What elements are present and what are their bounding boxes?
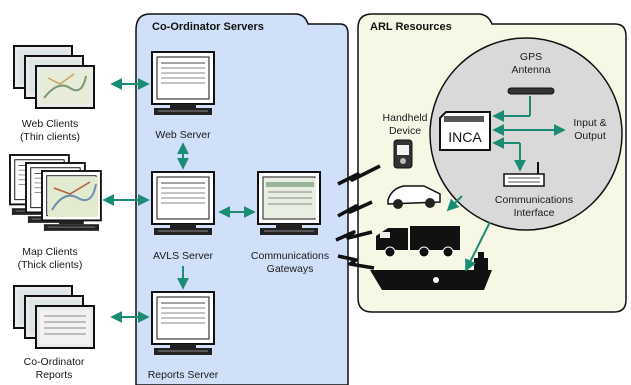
web-clients-label-line1: Web Clients (22, 118, 78, 130)
car-icon (387, 185, 441, 209)
communications-gateways-icon: Communications Gateways (251, 171, 329, 275)
reports-server-icon: Reports Server (148, 291, 219, 381)
map-clients-monitors (9, 154, 102, 232)
reports-label-line1: Co-Ordinator (24, 356, 85, 368)
web-clients-screens (13, 45, 95, 109)
io-label-line1: Input & (573, 117, 606, 129)
handheld-device: Handheld Device (383, 112, 428, 169)
io-label-line2: Output (574, 130, 606, 142)
avls-server-icon: AVLS Server (151, 171, 215, 262)
truck-icon (376, 226, 460, 258)
coordinator-servers-title: Co-Ordinator Servers (152, 21, 264, 33)
reports-server-label: Reports Server (148, 369, 219, 381)
arl-resources-title: ARL Resources (370, 21, 452, 33)
inca-unit: INCA (439, 111, 491, 151)
inca-arrows (446, 96, 566, 272)
reports-label: Co-Ordinator Reports (24, 356, 85, 381)
handheld-label-line1: Handheld (383, 112, 428, 124)
connection-arrows (102, 78, 256, 323)
reports-label-line2: Reports (36, 369, 73, 381)
bubble-to-ship-arrow (465, 221, 491, 272)
avls-server-label: AVLS Server (153, 250, 213, 262)
communications-interface: Communications Interface (495, 162, 573, 219)
web-server-label: Web Server (155, 129, 211, 141)
gps-label-line2: Antenna (511, 64, 550, 76)
wireless-links (335, 164, 381, 270)
gateways-label-line1: Communications (251, 250, 329, 262)
gps-antenna: GPS Antenna (507, 51, 555, 95)
comm-interface-label-line2: Interface (514, 207, 555, 219)
gateways-label-line2: Gateways (267, 263, 314, 275)
comm-interface-label-line1: Communications (495, 194, 573, 206)
bubble-to-car-arrow (446, 195, 463, 212)
ship-icon (370, 252, 492, 290)
map-clients-label-line1: Map Clients (22, 246, 77, 258)
inca-label: INCA (448, 129, 482, 145)
handheld-label-line2: Device (389, 125, 421, 137)
web-clients-label: Web Clients (Thin clients) (20, 118, 80, 143)
input-output: Input & Output (573, 117, 606, 142)
map-clients-label-line2: (Thick clients) (18, 259, 83, 271)
web-server-icon: Web Server (151, 51, 215, 141)
map-clients-label: Map Clients (Thick clients) (18, 246, 83, 271)
reports-screens (13, 285, 95, 349)
web-clients-label-line2: (Thin clients) (20, 131, 80, 143)
gps-label-line1: GPS (520, 51, 542, 63)
